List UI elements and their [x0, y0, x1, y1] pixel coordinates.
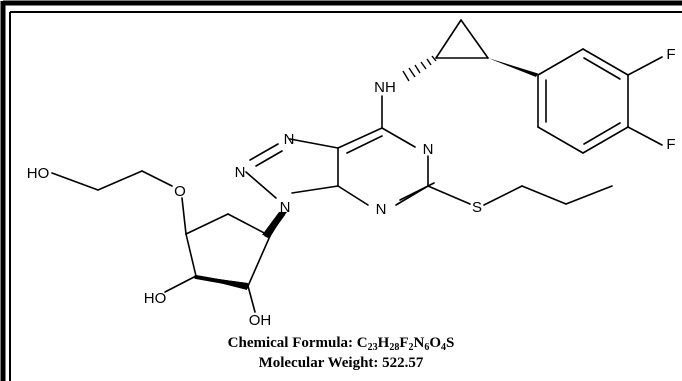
atom-labels: NH N N N N N S O HO HO OH F F: [27, 46, 676, 329]
bonds: [51, 19, 663, 313]
atom-n-triazole-mid: N: [235, 164, 246, 181]
hash-bond-nh: [402, 55, 437, 82]
molecular-weight: Molecular Weight: 522.57: [258, 355, 424, 371]
formula-subscript: 6: [424, 342, 430, 353]
atom-n-triazole-top: N: [284, 131, 295, 148]
formula-element: N: [413, 335, 425, 351]
formula-value: C23H28F2N6O4S: [356, 335, 455, 353]
atom-n-pyrimidine-bottom: N: [376, 201, 387, 218]
bold-bond: [194, 275, 249, 288]
atom-f-lower: F: [666, 136, 675, 153]
formula-subscript: 2: [408, 342, 414, 353]
atom-f-upper: F: [666, 46, 675, 63]
formula-element: F: [399, 335, 409, 351]
atom-n-pyrimidine-top: N: [423, 141, 434, 158]
atom-oh-ring-right: OH: [249, 312, 272, 329]
formula-subscript: 23: [367, 342, 378, 353]
chemical-formula: Chemical Formula: C23H28F2N6O4S: [0, 333, 682, 353]
formula-element: O: [429, 335, 441, 351]
atom-o-ether: O: [174, 183, 186, 200]
atom-ho-ring-left: HO: [144, 290, 167, 307]
atom-ho-chain: HO: [27, 165, 50, 182]
formula-element: H: [377, 335, 390, 351]
atom-n-triazole-bottom: N: [280, 199, 291, 216]
wedge-c1-n: [262, 212, 287, 238]
formula-label: Chemical Formula:: [227, 335, 357, 351]
atom-s: S: [472, 199, 482, 216]
caption: Chemical Formula: C23H28F2N6O4S Molecula…: [0, 333, 682, 373]
formula-subscript: 4: [441, 342, 446, 353]
formula-element: S: [446, 335, 455, 351]
formula-subscript: 28: [389, 342, 400, 353]
formula-element: C: [356, 335, 368, 351]
atom-nh: NH: [374, 79, 396, 96]
